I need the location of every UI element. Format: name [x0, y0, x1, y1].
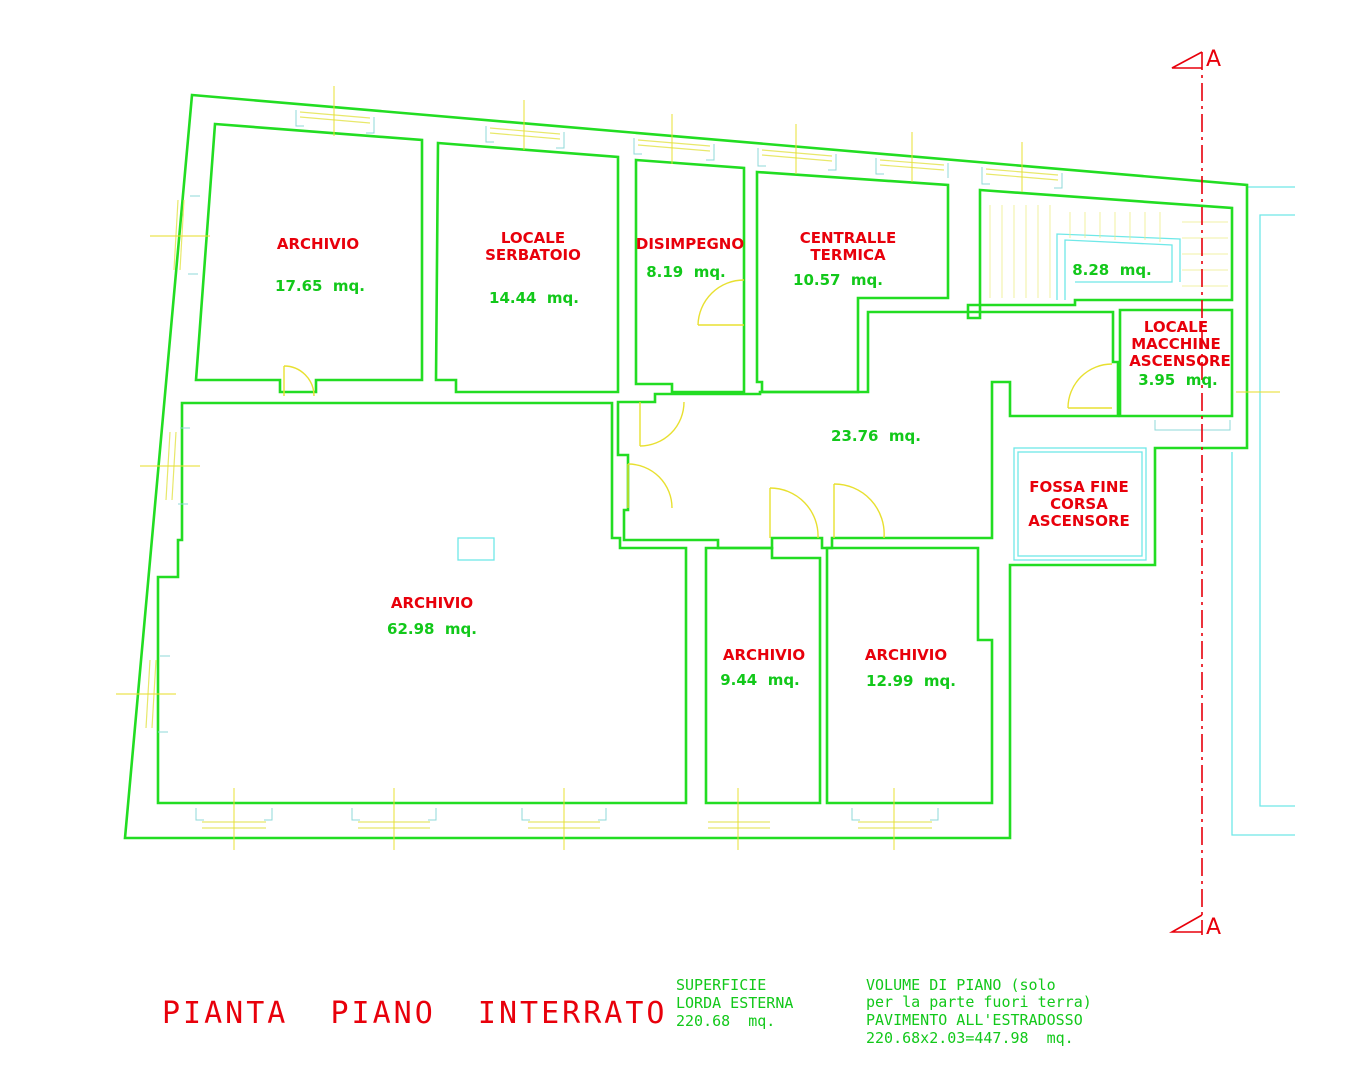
- room-name-centrale-l2: TERMICA: [810, 246, 886, 264]
- room-labels: ARCHIVIO 17.65 mq. LOCALE SERBATOIO 14.4…: [275, 229, 1231, 690]
- room-area-scala: 8.28 mq.: [1072, 261, 1152, 279]
- elevator-pit: [1013, 447, 1147, 561]
- room-name-serbatoio-l1: LOCALE: [501, 229, 565, 247]
- superficie-line3: 220.68 mq.: [676, 1012, 775, 1030]
- room-area-archivio-grande: 62.98 mq.: [387, 620, 477, 638]
- room-name-macchine-l1: LOCALE: [1144, 318, 1208, 336]
- room-name-fossa-l1: FOSSA FINE: [1029, 478, 1128, 496]
- drawing-title: PIANTA PIANO INTERRATO: [162, 996, 667, 1031]
- room-name-archivio-1: ARCHIVIO: [277, 235, 359, 253]
- room-name-disimpegno: DISIMPEGNO: [636, 235, 744, 253]
- adjacent-building-outline: [1231, 186, 1295, 836]
- room-area-macchine: 3.95 mq.: [1138, 371, 1218, 389]
- volume-line3: PAVIMENTO ALL'ESTRADOSSO: [866, 1011, 1083, 1029]
- room-name-archivio-2: ARCHIVIO: [723, 646, 805, 664]
- room-area-archivio-1: 17.65 mq.: [275, 277, 365, 295]
- room-name-serbatoio-l2: SERBATOIO: [485, 246, 581, 264]
- column-detail: [457, 537, 495, 561]
- section-label-top: A: [1206, 47, 1221, 72]
- drawing-legend: PIANTA PIANO INTERRATO SUPERFICIE LORDA …: [162, 976, 1092, 1047]
- room-name-fossa-l2: CORSA: [1050, 495, 1108, 513]
- room-area-centrale: 10.57 mq.: [793, 271, 883, 289]
- windows: [116, 86, 1280, 850]
- volume-line4: 220.68x2.03=447.98 mq.: [866, 1029, 1074, 1047]
- room-area-corridoio: 23.76 mq.: [831, 427, 921, 445]
- volume-line1: VOLUME DI PIANO (solo: [866, 976, 1056, 994]
- superficie-line1: SUPERFICIE: [676, 976, 766, 994]
- section-label-bottom: A: [1206, 915, 1221, 940]
- room-name-archivio-grande: ARCHIVIO: [391, 594, 473, 612]
- building-walls: [123, 93, 1249, 840]
- section-line-a: A A: [1168, 47, 1221, 940]
- volume-line2: per la parte fuori terra): [866, 993, 1092, 1011]
- room-area-disimpegno: 8.19 mq.: [646, 263, 726, 281]
- doors: [283, 279, 1113, 539]
- room-name-centrale-l1: CENTRALLE: [800, 229, 897, 247]
- room-name-fossa-l3: ASCENSORE: [1028, 512, 1130, 530]
- room-name-macchine-l2: MACCHINE: [1131, 335, 1221, 353]
- room-name-macchine-l3: ASCENSORE: [1129, 352, 1231, 370]
- room-area-serbatoio: 14.44 mq.: [489, 289, 579, 307]
- superficie-line2: LORDA ESTERNA: [676, 994, 793, 1012]
- room-area-archivio-2: 9.44 mq.: [720, 671, 800, 689]
- room-area-archivio-3: 12.99 mq.: [866, 672, 956, 690]
- staircase: [989, 205, 1228, 298]
- room-name-archivio-3: ARCHIVIO: [865, 646, 947, 664]
